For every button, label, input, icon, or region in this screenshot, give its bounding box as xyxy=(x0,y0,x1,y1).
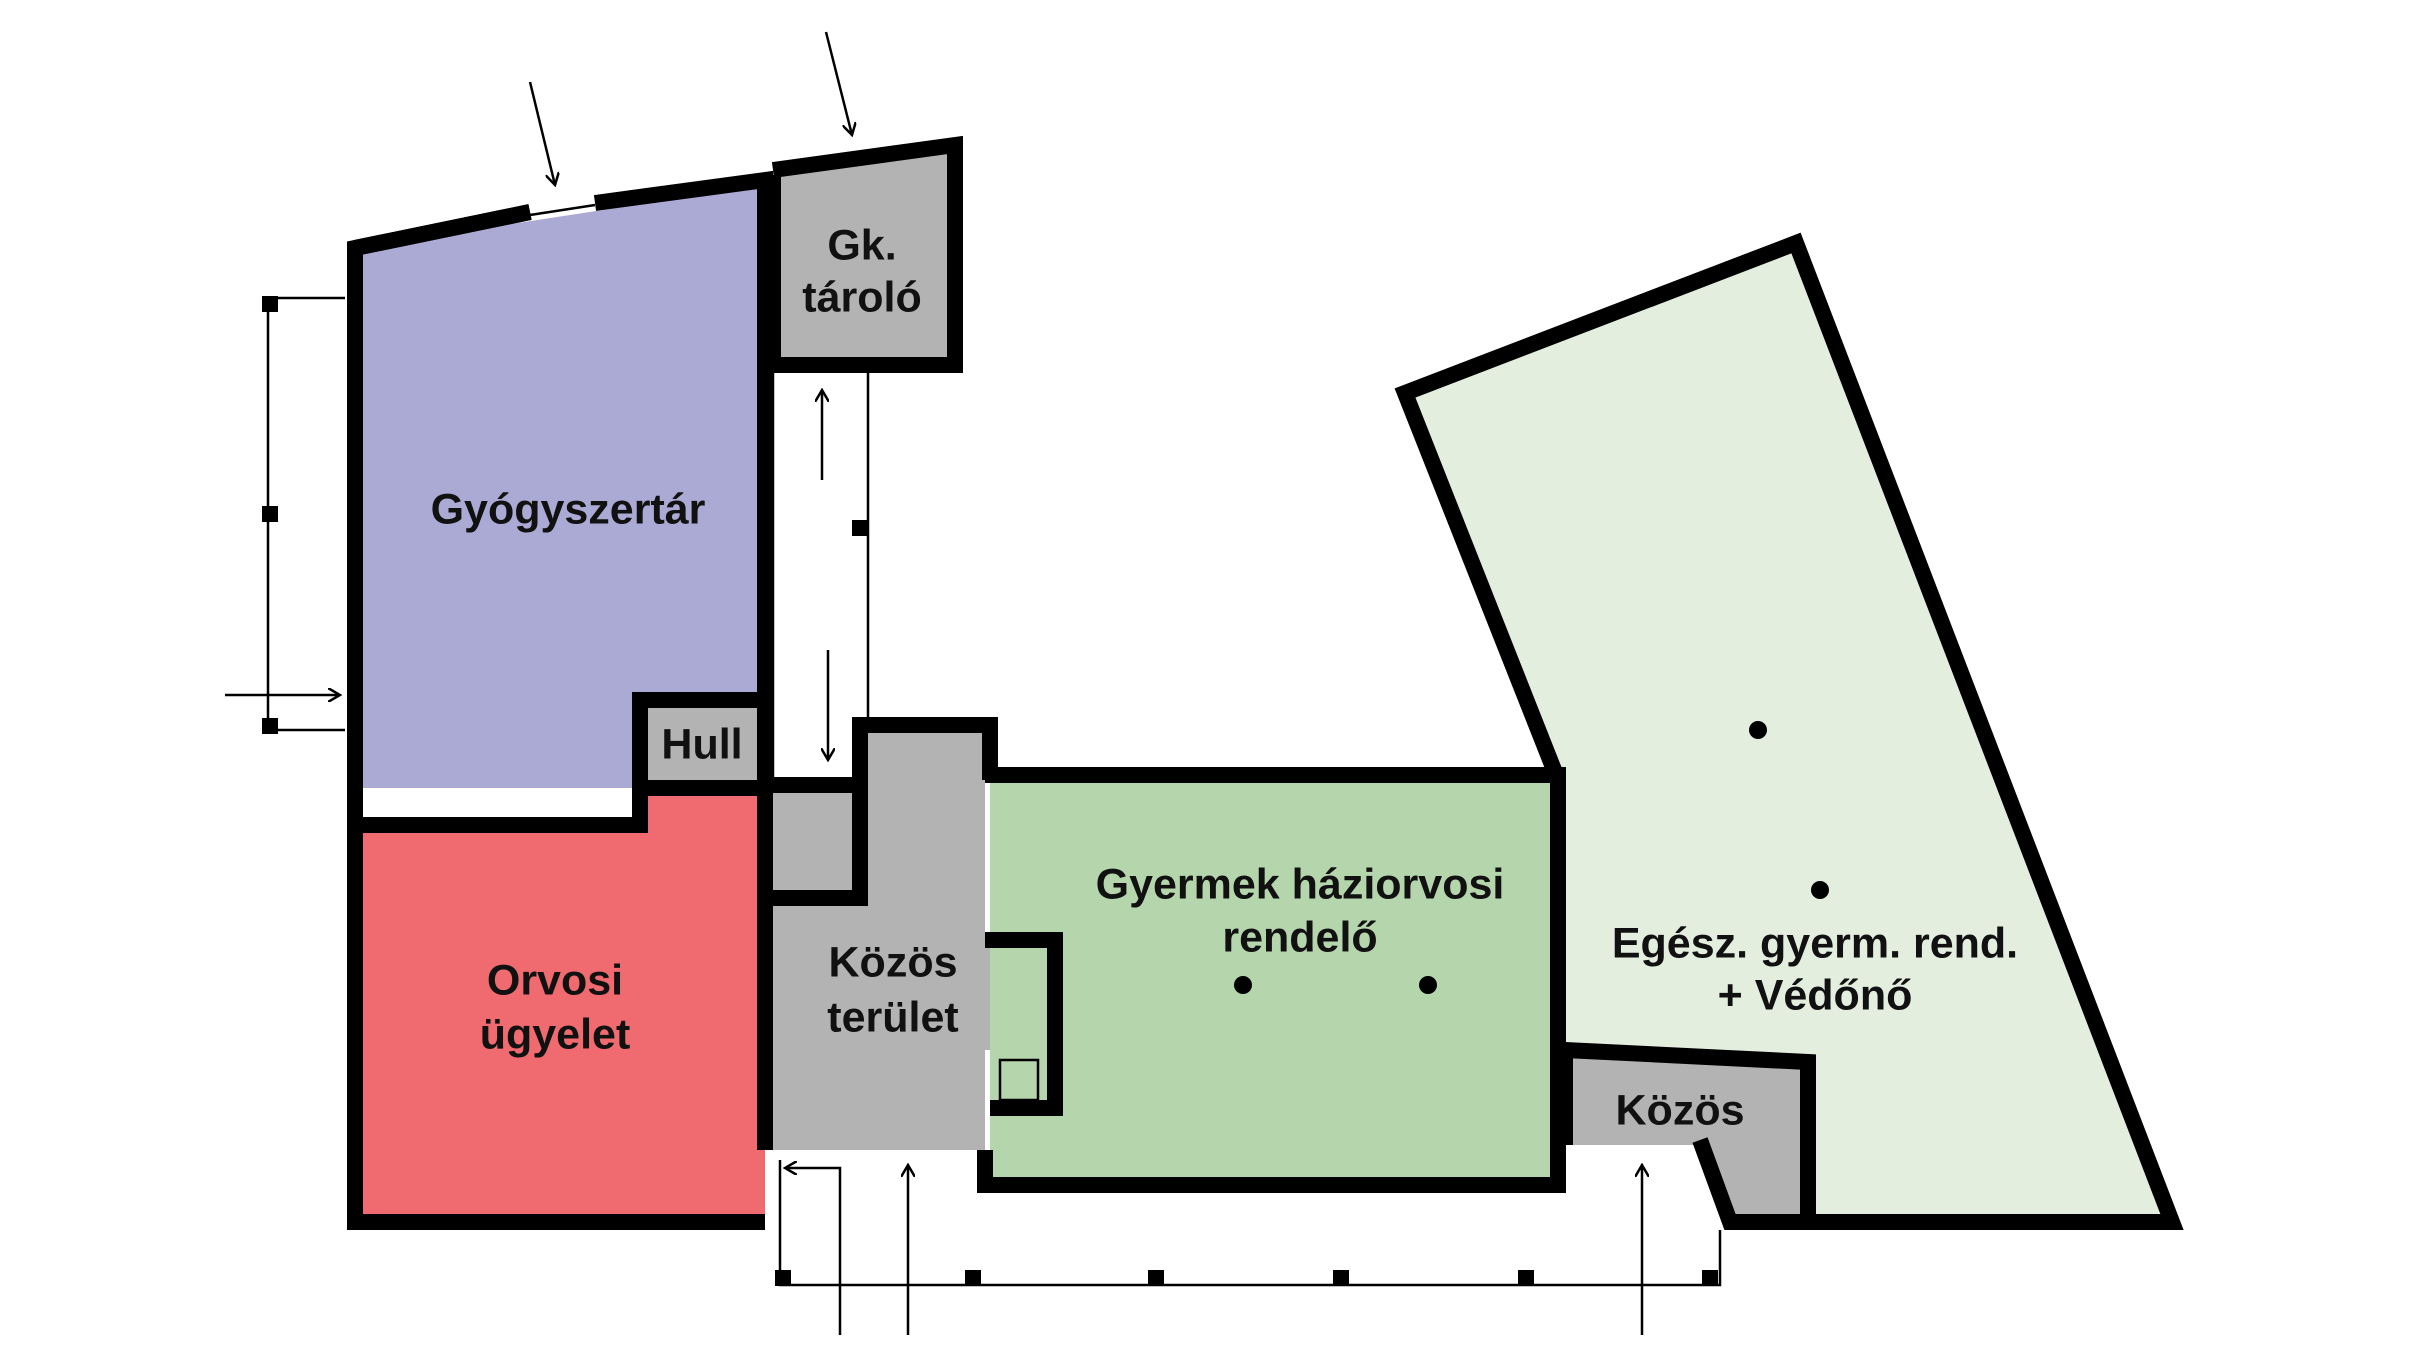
post xyxy=(262,506,278,522)
label-medical-duty-line1: Orvosi xyxy=(487,956,623,1004)
consultation-point-icon xyxy=(1811,881,1829,899)
post xyxy=(1702,1270,1718,1286)
entrance-arrow-icon xyxy=(785,1168,840,1335)
post xyxy=(775,1270,791,1286)
entrance-arrow-icon xyxy=(530,82,555,185)
west-canopy xyxy=(268,298,345,730)
label-pediatric-gp-line1: Gyermek háziorvosi xyxy=(1096,860,1505,908)
post xyxy=(852,520,868,536)
consultation-point-icon xyxy=(1234,976,1252,994)
consultation-point-icon xyxy=(1419,976,1437,994)
label-healthy-child-line1: Egész. gyerm. rend. xyxy=(1612,919,2018,967)
room-pediatric-gp-fill[interactable] xyxy=(990,780,1558,1180)
post xyxy=(262,718,278,734)
post xyxy=(965,1270,981,1286)
label-common-area-line1: Közös xyxy=(829,938,958,986)
entrance-arrow-icon xyxy=(826,32,852,135)
label-storage-line2: tároló xyxy=(802,273,921,321)
label-medical-duty-line2: ügyelet xyxy=(480,1010,631,1058)
label-pharmacy: Gyógyszertár xyxy=(431,485,706,533)
post xyxy=(1518,1270,1534,1286)
post xyxy=(262,296,278,312)
consultation-point-icon xyxy=(1749,721,1767,739)
label-common-small: Közös xyxy=(1616,1086,1745,1134)
post xyxy=(1148,1270,1164,1286)
label-healthy-child-line2: + Védőnő xyxy=(1718,971,1913,1019)
label-storage-line1: Gk. xyxy=(827,221,896,269)
room-medical-duty-fill[interactable] xyxy=(355,788,765,1222)
room-common-small-fill[interactable] xyxy=(1565,1050,1808,1222)
label-common-area-line2: terület xyxy=(827,993,958,1041)
label-hull: Hull xyxy=(661,720,742,768)
label-pediatric-gp-line2: rendelő xyxy=(1222,913,1377,961)
post xyxy=(1333,1270,1349,1286)
